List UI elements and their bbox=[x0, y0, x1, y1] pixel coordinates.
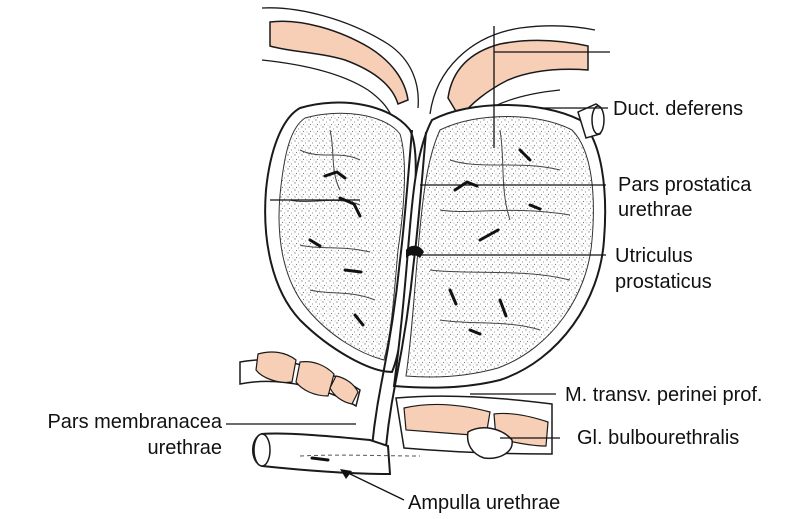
lower-muscle-right bbox=[396, 396, 552, 458]
label-ampulla-urethrae: Ampulla urethrae bbox=[408, 491, 560, 515]
ampulla-bulb bbox=[253, 433, 420, 474]
label-duct-deferens: Duct. deferens bbox=[613, 97, 743, 121]
lower-muscle-left bbox=[240, 352, 360, 406]
label-pars-membranacea-line2: urethrae bbox=[8, 436, 222, 460]
prostate-left-lobe bbox=[265, 103, 416, 372]
label-utriculus-line2: prostaticus bbox=[615, 270, 712, 294]
label-pars-prostatica-line2: urethrae bbox=[618, 198, 693, 222]
label-pars-membranacea-line1: Pars membranacea bbox=[8, 410, 222, 434]
label-utriculus-line1: Utriculus bbox=[615, 244, 693, 268]
label-gl-bulbourethralis: Gl. bulbourethralis bbox=[577, 426, 739, 450]
label-m-transv: M. transv. perinei prof. bbox=[565, 383, 762, 407]
label-pars-prostatica-line1: Pars prostatica bbox=[618, 173, 751, 197]
